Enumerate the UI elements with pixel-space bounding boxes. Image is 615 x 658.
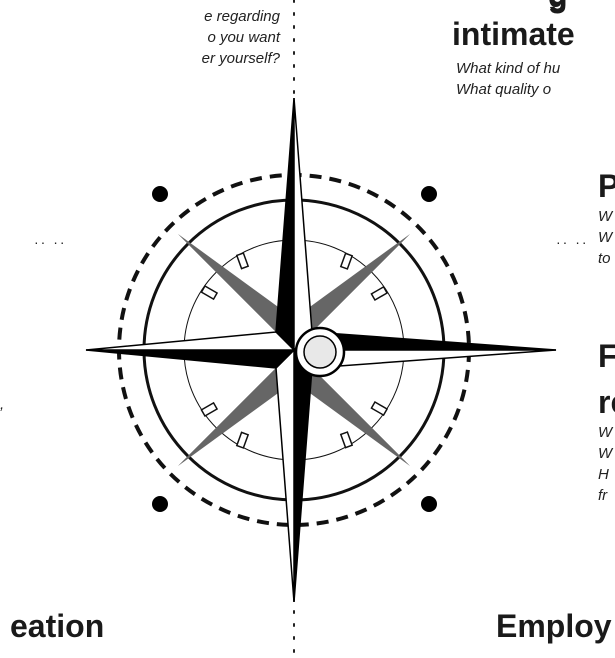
right-upper-line-2: W bbox=[598, 229, 613, 246]
top-left-question-block: e regarding o you want er yourself? bbox=[120, 6, 280, 69]
bottom-left-heading: eation bbox=[10, 608, 105, 644]
right-upper-line-3: to bbox=[598, 250, 611, 267]
top-right-question-block: What kind of hu What quality o bbox=[456, 58, 560, 100]
top-left-line-3: er yourself? bbox=[201, 50, 280, 67]
top-right-line-1: What kind of hu bbox=[456, 60, 561, 77]
top-right-heading-fragment: g bbox=[548, 0, 568, 12]
left-middle-fragment: , bbox=[0, 396, 5, 413]
right-lower-line-1: W bbox=[598, 424, 613, 441]
right-lower-line-2: W bbox=[598, 445, 613, 462]
top-left-line-1: e regarding bbox=[204, 8, 280, 25]
right-upper-question-block: W W to bbox=[598, 206, 612, 269]
right-upper-line-1: W bbox=[598, 208, 613, 225]
diagonal-dot-sw bbox=[152, 496, 168, 512]
right-lower-line-3: H bbox=[598, 466, 609, 483]
right-upper-heading: P bbox=[598, 168, 615, 204]
diagonal-dot-ne bbox=[421, 186, 437, 202]
diagonal-dot-se bbox=[421, 496, 437, 512]
right-lower-question-block: W W H fr bbox=[598, 422, 612, 506]
right-lower-heading-1: F bbox=[598, 338, 615, 374]
top-left-line-2: o you want bbox=[207, 29, 280, 46]
top-right-line-2: What quality o bbox=[456, 81, 552, 98]
bottom-right-heading: Employ bbox=[496, 608, 612, 644]
top-left-heading-fragment: g bbox=[548, 0, 568, 14]
ring-tick-markers bbox=[200, 252, 389, 449]
right-dotted-connector: ·· ·· bbox=[556, 234, 589, 250]
right-lower-heading-2: re bbox=[598, 384, 615, 420]
right-lower-line-4: fr bbox=[598, 487, 608, 504]
diagonal-dot-nw bbox=[152, 186, 168, 202]
left-dotted-connector: ·· ·· bbox=[34, 234, 67, 250]
top-right-heading: intimate bbox=[452, 16, 575, 52]
center-hub-inner bbox=[303, 335, 337, 369]
main-star bbox=[85, 97, 557, 603]
